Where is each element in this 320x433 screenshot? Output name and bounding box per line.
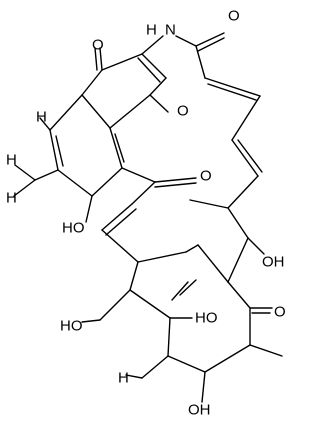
mid-ketone-oxygen-label: O bbox=[200, 168, 212, 185]
aldehyde-oxygen-label: O bbox=[177, 103, 189, 120]
right-hydroxyl-label: OH bbox=[262, 254, 285, 271]
lactam-oxygen-label: O bbox=[228, 8, 240, 25]
methyl-hydrogen-label-a: H bbox=[6, 152, 17, 169]
atom-labels: N H O O O H H H HO O OH HO HO O H OH bbox=[6, 8, 286, 419]
nitrogen-atom-label: N bbox=[165, 22, 176, 39]
phenol-hydroxyl-label: HO bbox=[62, 220, 85, 237]
ring-hydrogen-label: H bbox=[36, 109, 47, 126]
bonds bbox=[13, 32, 283, 403]
quinone-oxygen-label: O bbox=[92, 37, 104, 54]
chemical-structure-diagram: N H O O O H H H HO O OH HO HO O H OH bbox=[6, 8, 286, 419]
methyl-hydrogen-label-b: H bbox=[6, 190, 17, 207]
left-hydroxyl-label: HO bbox=[60, 318, 83, 335]
nitrogen-hydrogen-label: H bbox=[146, 22, 157, 39]
methyl-hydrogen-label-c: H bbox=[118, 370, 129, 387]
low-ketone-oxygen-label: O bbox=[274, 304, 286, 321]
mid-hydroxyl-label: HO bbox=[195, 310, 218, 327]
bottom-hydroxyl-label: OH bbox=[188, 402, 211, 419]
